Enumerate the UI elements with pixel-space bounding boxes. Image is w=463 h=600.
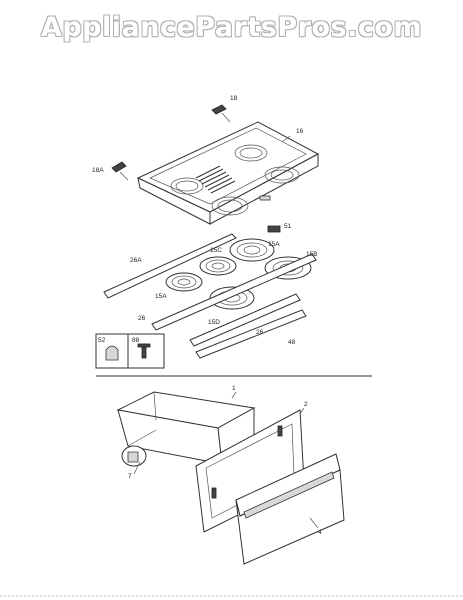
cooktop-burner-ring [239,147,263,159]
leader-lines [133,391,319,529]
trim-part-18A [111,161,127,173]
cooktop-burner-ring [270,169,294,181]
label-15D: 15D [208,319,220,326]
cooktop-burner-ring [217,199,243,213]
label-2: 2 [304,401,308,408]
cooktop-burner-ring [211,196,249,216]
inset-hardware-box [95,333,165,369]
label-18A: 18A [92,167,104,174]
label-18: 18 [230,95,238,102]
support-brackets [103,233,317,359]
bracket-26A [103,233,237,299]
drawer-outer-panel [235,453,345,565]
cooktop-vent-slots [195,165,236,194]
cooktop-burner-ring [170,177,204,195]
cooktop-indicator [259,195,271,201]
watermark-text: AppliancePartsPros.com [40,12,423,43]
cooktop-burner-ring [234,144,268,162]
label-16: 16 [296,128,304,135]
rail-48 [195,309,307,359]
label-15A-top: 15A [268,241,280,248]
label-51: 51 [284,223,292,230]
part-52-clip [105,345,119,361]
label-48: 48 [288,339,296,346]
panel-4-face [235,469,345,565]
element-15C [199,256,237,276]
label-7: 7 [128,473,132,480]
label-1: 1 [232,385,236,392]
label-15B: 15B [306,251,318,258]
label-4: 4 [318,529,322,536]
bracket-26-right [189,293,301,347]
label-26-left: 26 [138,315,146,322]
label-88: 88 [132,337,140,344]
element-15A-top [229,238,275,262]
label-26-right: 26 [256,329,264,336]
cooktop-burner-ring [264,166,300,184]
bracket-26-left [151,253,317,331]
cooktop-inner-rim [149,127,307,205]
label-15A-left: 15A [155,293,167,300]
element-15D [209,286,255,310]
panel-4-handle [243,471,335,519]
trim-part-18 [211,104,227,115]
cooktop-side-edge [209,153,319,225]
cooktop-burner-ring [175,180,199,192]
part-88-head [137,343,151,348]
label-26A: 26A [130,257,142,264]
cooktop-assembly [111,104,320,233]
bracket-part-51 [267,225,281,233]
label-52: 52 [98,337,106,344]
element-15A-left [165,272,203,292]
label-15C: 15C [210,247,222,254]
